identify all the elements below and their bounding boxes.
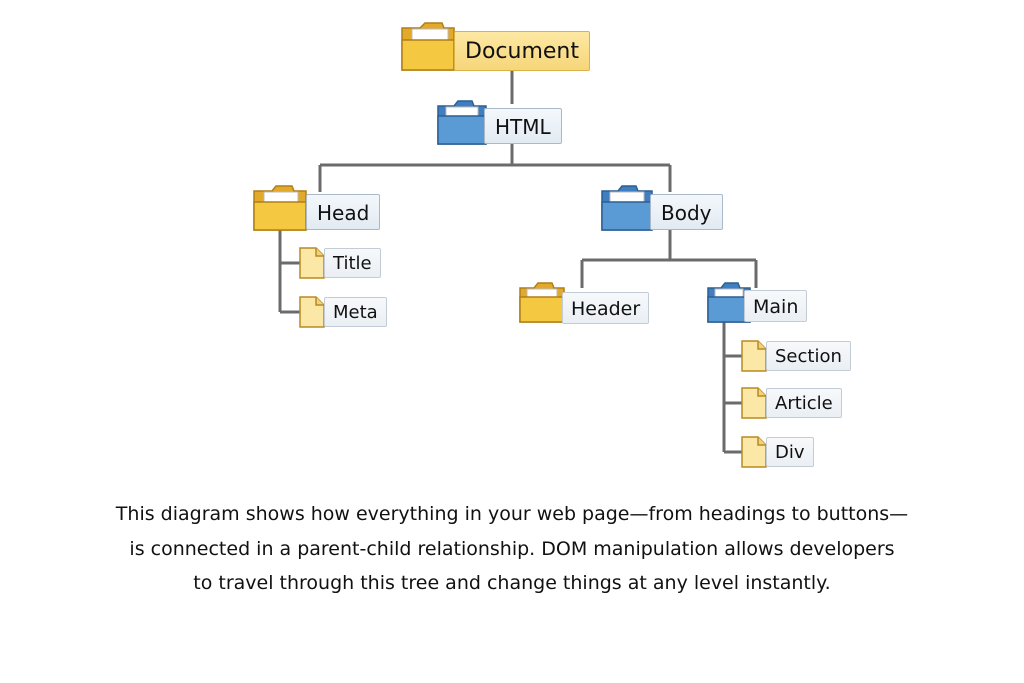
connector-main-children — [722, 320, 742, 454]
meta-label: Meta — [324, 297, 387, 327]
caption-line-1: This diagram shows how everything in you… — [115, 503, 909, 525]
head-label: Head — [306, 194, 381, 230]
file-icon — [299, 296, 325, 328]
folder-open-icon — [401, 22, 455, 71]
connector-head-children — [278, 230, 300, 314]
section-label: Section — [766, 341, 851, 371]
folder-icon — [601, 185, 653, 231]
body-label: Body — [650, 194, 723, 230]
file-icon — [741, 436, 767, 468]
folder-icon — [437, 100, 487, 145]
caption-line-2: is connected in a parent-child relations… — [129, 538, 895, 560]
connector-html-children — [318, 142, 672, 192]
header-label: Header — [562, 292, 650, 324]
file-icon — [299, 247, 325, 279]
main-label: Main — [744, 290, 808, 322]
folder-open-icon — [519, 282, 565, 323]
file-icon — [741, 340, 767, 372]
caption-line-3: to travel through this tree and change t… — [193, 572, 831, 594]
article-label: Article — [766, 388, 842, 418]
folder-open-icon — [253, 185, 307, 231]
file-icon — [741, 387, 767, 419]
div-label: Div — [766, 437, 814, 467]
folder-icon — [707, 282, 751, 323]
html-label: HTML — [484, 108, 562, 144]
connector-body-children — [580, 230, 758, 288]
document-label: Document — [454, 31, 590, 71]
title-label: Title — [324, 248, 381, 278]
